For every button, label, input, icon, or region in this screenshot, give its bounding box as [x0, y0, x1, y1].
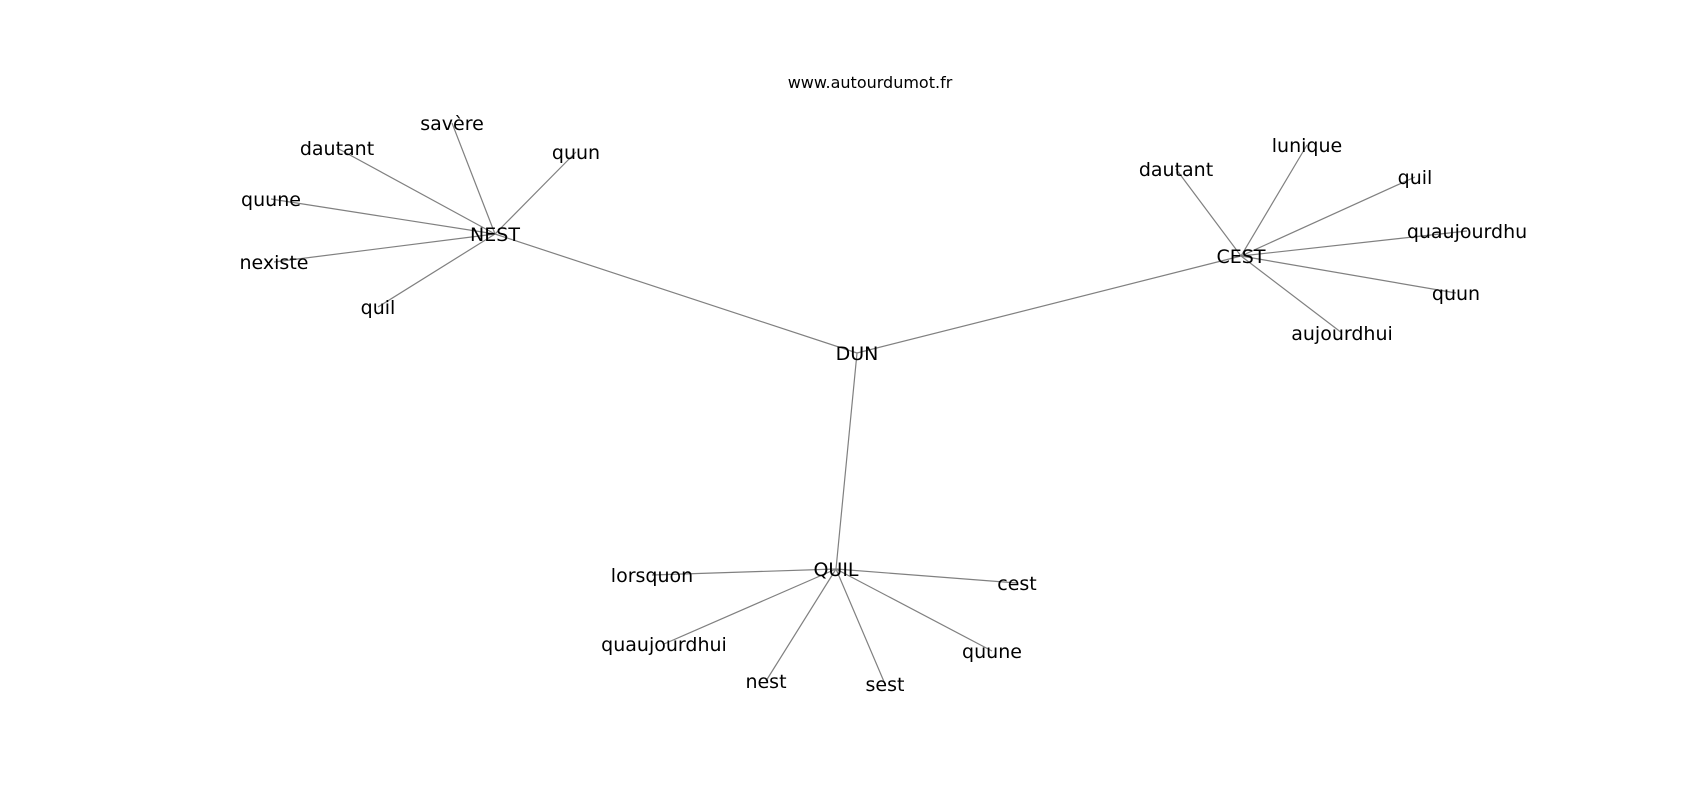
edges-layer — [270, 122, 1468, 685]
edge-root-cest — [856, 255, 1242, 354]
node-leaf-cest-quil: quil — [1398, 167, 1433, 189]
node-leaf-quil-cest: cest — [997, 573, 1036, 595]
node-leaf-cest-dautant: dautant — [1139, 159, 1213, 181]
node-hub-nest: NEST — [470, 224, 520, 246]
node-leaf-nest-dautant: dautant — [300, 138, 374, 160]
node-hub-cest: CEST — [1217, 246, 1266, 268]
edge-quil-sest — [835, 568, 886, 685]
node-leaf-nest-quune: quune — [241, 189, 301, 211]
edge-root-quil — [835, 352, 858, 570]
edge-quil-cest — [835, 568, 1018, 584]
node-leaf-quil-nest: nest — [745, 671, 786, 693]
edge-quil-quune — [835, 568, 993, 652]
edge-cest-quil — [1240, 176, 1416, 257]
edge-cest-quaujourdhu — [1240, 230, 1468, 257]
edge-nest-dautant — [336, 147, 496, 235]
labels-layer: DUN NEST savère dautant quun quune nexiste quil… — [240, 113, 1528, 696]
edge-cest-dautant — [1175, 168, 1242, 257]
node-leaf-nest-nexiste: nexiste — [240, 252, 309, 274]
node-hub-quil: QUIL — [813, 559, 858, 581]
edge-nest-savere — [451, 122, 496, 235]
node-leaf-cest-quaujourdhu: quaujourdhu — [1407, 221, 1527, 243]
node-root-dun: DUN — [836, 343, 879, 365]
node-leaf-cest-quun: quun — [1432, 283, 1480, 305]
edge-quil-lorsquon — [651, 568, 837, 576]
node-leaf-nest-quil: quil — [361, 297, 396, 319]
edge-cest-aujourdhui — [1240, 255, 1343, 334]
watermark: www.autourdumot.fr — [788, 73, 953, 92]
edge-quil-nest — [765, 568, 837, 682]
edge-root-nest — [494, 233, 858, 354]
node-leaf-cest-lunique: lunique — [1272, 135, 1342, 157]
edge-nest-quun — [494, 151, 577, 235]
node-leaf-quil-lorsquon: lorsquon — [611, 565, 693, 587]
edge-nest-quune — [270, 198, 496, 235]
node-leaf-nest-savere: savère — [420, 113, 484, 135]
edge-nest-quil — [377, 233, 496, 308]
node-leaf-nest-quun: quun — [552, 142, 600, 164]
node-leaf-quil-quaujourdhui: quaujourdhui — [601, 634, 727, 656]
edge-cest-quun — [1240, 255, 1457, 294]
node-leaf-quil-sest: sest — [866, 674, 905, 696]
edge-cest-lunique — [1240, 144, 1308, 257]
node-leaf-cest-aujourdhui: aujourdhui — [1291, 323, 1393, 345]
edge-nest-nexiste — [273, 233, 496, 263]
edge-quil-quaujourdhui — [663, 568, 837, 645]
node-leaf-quil-quune: quune — [962, 641, 1022, 663]
